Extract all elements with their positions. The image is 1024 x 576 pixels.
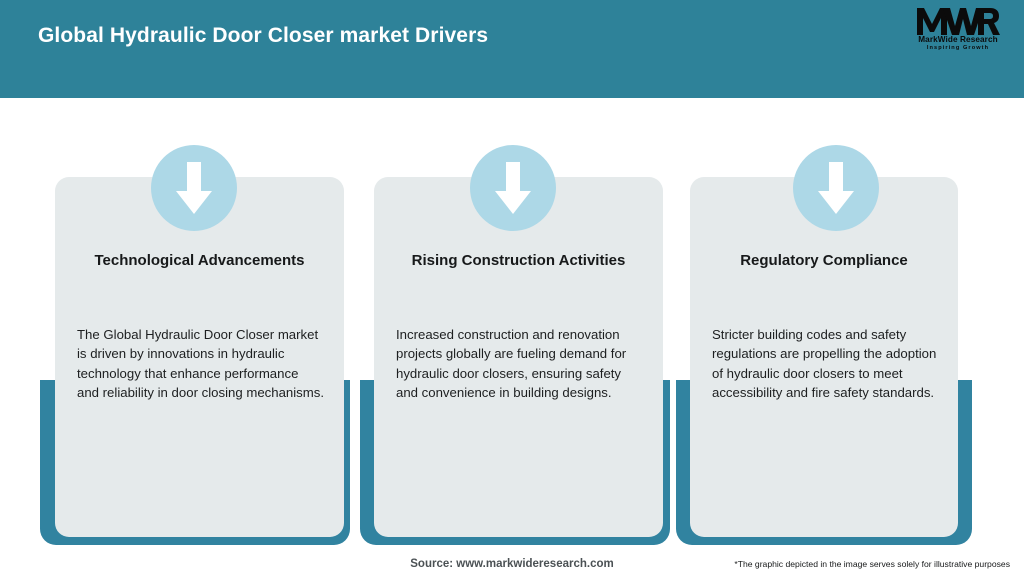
arrow-down-icon-badge-1 <box>151 145 237 231</box>
driver-card-1-title: Technological Advancements <box>94 252 305 269</box>
logo-company-name: MarkWide Research <box>918 35 998 44</box>
driver-card-3-body: Stricter building codes and safety regul… <box>712 327 937 400</box>
driver-card-1: Technological Advancements The Global Hy… <box>55 177 344 537</box>
driver-card-1-body: The Global Hydraulic Door Closer market … <box>77 327 325 400</box>
driver-card-2-body: Increased construction and renovation pr… <box>396 327 627 400</box>
arrow-down-icon <box>818 162 854 214</box>
source-note: Source: www.markwideresearch.com <box>410 558 614 570</box>
driver-card-3: Regulatory Compliance Stricter building … <box>690 177 958 537</box>
driver-card-2: Rising Construction Activities Increased… <box>374 177 663 537</box>
company-logo: MarkWide Research Inspiring Growth <box>906 6 1010 62</box>
disclaimer-note: *The graphic depicted in the image serve… <box>734 559 1010 569</box>
arrow-down-icon-badge-2 <box>470 145 556 231</box>
arrow-down-icon <box>176 162 212 214</box>
page-title: Global Hydraulic Door Closer market Driv… <box>38 24 489 47</box>
arrow-down-icon <box>495 162 531 214</box>
arrow-down-icon-badge-3 <box>793 145 879 231</box>
driver-card-2-title: Rising Construction Activities <box>411 252 626 269</box>
mwr-monogram-icon <box>917 8 1000 35</box>
driver-card-3-title: Regulatory Compliance <box>740 252 908 269</box>
header-band <box>0 0 1024 98</box>
logo-tagline: Inspiring Growth <box>926 45 990 51</box>
